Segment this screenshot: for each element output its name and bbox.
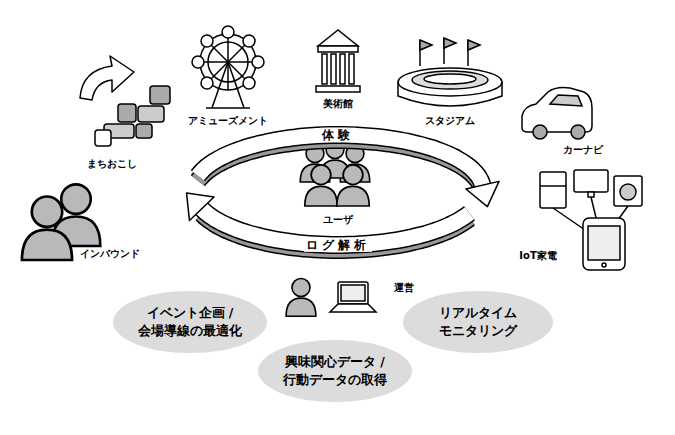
icon-label: ユーザ: [323, 214, 353, 226]
museum-icon: [316, 30, 360, 92]
user-icon: [305, 165, 337, 206]
feature-ellipse: 興味関心データ /行動データの取得: [258, 340, 412, 402]
car-icon: [522, 88, 592, 140]
ferris-wheel-icon: [192, 26, 264, 108]
stadium-icon: [398, 38, 502, 106]
icon-label: カーナビ: [563, 144, 603, 156]
arrow-label: 体験: [320, 128, 356, 142]
icon-label: スタジアム: [425, 115, 475, 127]
feature-ellipse: イベント企画 /会場導線の最適化: [113, 291, 267, 353]
inbound-person-icon: [22, 196, 72, 260]
operator-icon: [286, 278, 316, 316]
ellipse-text: リアルタイム モニタリング: [439, 304, 517, 340]
icon-label: まちおこし: [87, 158, 137, 170]
experience-arrow: [198, 135, 499, 207]
icon-label: インバウンド: [80, 248, 140, 260]
town-revival-icon: [80, 56, 170, 146]
user-icon: [337, 165, 369, 206]
icon-label: 運営: [394, 282, 414, 294]
feature-ellipse: リアルタイム モニタリング: [403, 291, 553, 353]
laptop-icon: [330, 282, 376, 312]
arrow-label: ログ解析: [304, 238, 372, 252]
icon-label: IoT家電: [519, 250, 556, 262]
ellipse-text: イベント企画 /会場導線の最適化: [138, 304, 242, 340]
icon-label: アミューズメント: [188, 115, 268, 127]
ellipse-text: 興味関心データ /行動データの取得: [283, 353, 387, 389]
icon-label: 美術館: [323, 98, 353, 110]
